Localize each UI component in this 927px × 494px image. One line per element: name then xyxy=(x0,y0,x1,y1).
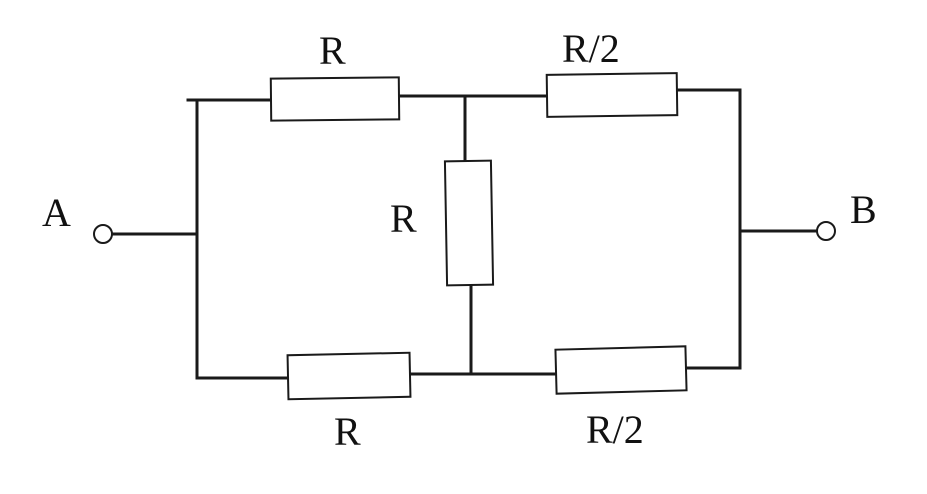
terminal-b xyxy=(816,221,836,241)
terminals xyxy=(93,221,836,244)
resistor-bottom-left xyxy=(286,351,412,401)
wires xyxy=(110,88,819,380)
resistor-bottom-right xyxy=(554,345,688,395)
labels: A B R R/2 R R R/2 xyxy=(42,26,877,454)
resistors xyxy=(269,72,688,401)
label-node-a: A xyxy=(42,190,71,235)
label-resistor-bottom-left: R xyxy=(334,409,361,454)
label-node-b: B xyxy=(850,187,877,232)
label-resistor-top-right: R/2 xyxy=(562,26,620,71)
label-resistor-middle: R xyxy=(390,196,417,241)
resistor-top-right xyxy=(545,72,679,118)
terminal-a xyxy=(93,224,113,244)
resistor-top-left xyxy=(269,76,401,122)
label-resistor-top-left: R xyxy=(319,28,346,73)
label-resistor-bottom-right: R/2 xyxy=(586,407,644,452)
resistor-middle xyxy=(443,159,495,287)
